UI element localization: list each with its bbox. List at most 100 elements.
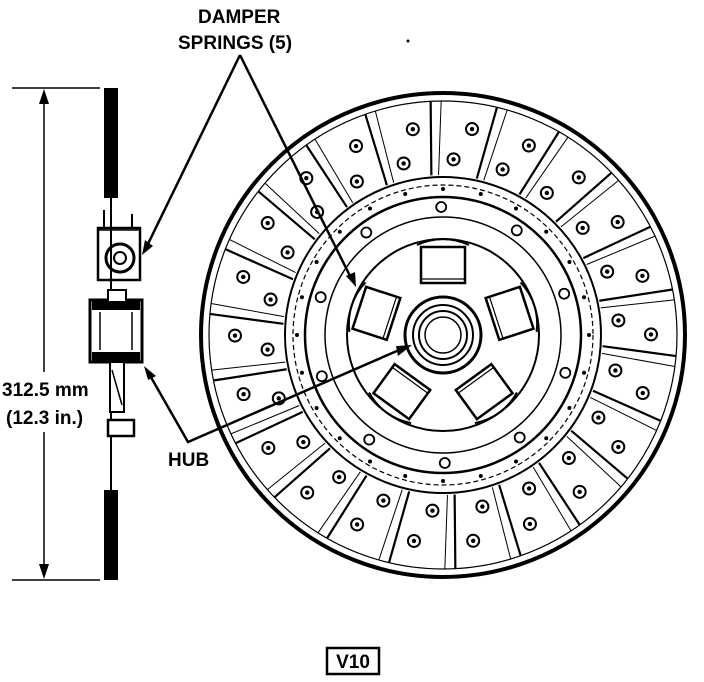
- rivet: [591, 410, 606, 425]
- plate-rivet: [544, 436, 549, 441]
- plate-rivet: [441, 187, 445, 191]
- facing-segment-divider: [314, 138, 354, 204]
- damper-spring-window: [368, 362, 432, 425]
- facing-segment-divider: [273, 447, 331, 499]
- dimension-in-label: (12.3 in.): [6, 408, 83, 429]
- plate-rivet: [299, 295, 304, 300]
- rivet: [635, 268, 650, 283]
- rivet: [280, 245, 295, 260]
- plate-rivet: [544, 229, 549, 234]
- rivet: [610, 215, 625, 230]
- plate-rivet: [514, 206, 518, 211]
- rivet: [236, 387, 251, 402]
- facing-segment-divider: [570, 429, 629, 480]
- facing-segment-divider: [209, 312, 284, 325]
- rivet: [522, 516, 537, 531]
- damper-spring-window: [416, 238, 470, 285]
- plate-hole: [510, 224, 523, 237]
- front-view-disc: [199, 91, 687, 579]
- plate-hole: [363, 433, 376, 446]
- facing-segment-divider: [566, 436, 622, 488]
- rivet: [522, 481, 537, 496]
- damper-spring-window: [454, 362, 518, 425]
- facing-segment-divider: [518, 131, 560, 196]
- rivet: [465, 122, 480, 137]
- facing-segment-divider: [213, 368, 287, 382]
- plate-rivet: [368, 459, 372, 464]
- facing-segment-divider: [378, 489, 403, 561]
- side-view: [88, 88, 144, 580]
- plate-rivet: [299, 370, 304, 375]
- side-facing-upper: [104, 88, 118, 198]
- rivet: [561, 451, 576, 466]
- rivet: [296, 435, 311, 450]
- facing-segment-divider: [602, 345, 677, 358]
- facing-segment-divider: [444, 494, 448, 570]
- side-hub: [88, 289, 144, 438]
- plate-rivet: [478, 474, 483, 479]
- plate-rivet: [582, 370, 587, 375]
- rivet: [350, 517, 365, 532]
- damper-springs-label-line2: SPRINGS (5): [178, 33, 292, 54]
- plate-rivet: [478, 191, 483, 196]
- facing-segment-divider: [453, 494, 457, 569]
- plate-hole: [438, 457, 451, 469]
- rivet: [376, 493, 391, 508]
- plate-hole: [559, 366, 572, 379]
- facing-segments: [209, 100, 677, 570]
- rivet: [349, 174, 364, 189]
- rivet: [635, 386, 650, 401]
- rivet: [261, 440, 276, 455]
- plate-rivet: [514, 459, 518, 464]
- damper-springs-label-line1: DAMPER: [198, 7, 281, 28]
- rivet: [236, 269, 251, 284]
- rivet: [575, 220, 590, 235]
- rivet: [349, 139, 364, 154]
- dimension-mm-label: 312.5 mm: [2, 380, 89, 401]
- plate-hole: [558, 287, 571, 300]
- plate-rivet: [567, 260, 572, 264]
- facing-segment-divider: [429, 101, 433, 176]
- rivet: [300, 485, 315, 500]
- facing-segment-divider: [555, 171, 613, 223]
- hub-plate-holes: [295, 187, 591, 483]
- facing-segment-divider: [538, 462, 581, 526]
- rivet: [332, 470, 347, 485]
- facing-segment-divider: [525, 136, 569, 199]
- rivet: [425, 503, 440, 518]
- facing-segment-divider: [264, 182, 320, 234]
- plate-rivet: [314, 406, 319, 410]
- facing-segment-divider: [326, 474, 368, 539]
- facing-segment-divider: [592, 389, 662, 422]
- plate-rivet: [314, 260, 319, 264]
- plate-rivet: [582, 295, 587, 300]
- rivet: [406, 533, 421, 548]
- rivet: [495, 162, 510, 177]
- facing-segment-divider: [498, 484, 522, 557]
- facing-segment-divider: [475, 107, 499, 179]
- plate-rivet: [337, 436, 342, 441]
- rivet: [571, 170, 586, 185]
- front-hub: [403, 295, 483, 375]
- plate-rivet: [587, 333, 591, 337]
- plate-rivet: [567, 406, 572, 410]
- facing-segment-divider: [600, 299, 675, 309]
- facing-segment-divider: [211, 361, 286, 371]
- side-facing-lower: [104, 490, 118, 580]
- facing-segment-divider: [317, 471, 361, 534]
- rivet: [643, 327, 658, 342]
- plate-rivet: [295, 333, 299, 337]
- plate-rivet: [403, 474, 408, 479]
- rivet: [466, 533, 481, 548]
- facing-segment-divider: [438, 100, 442, 176]
- plate-rivet: [368, 206, 372, 211]
- plate-rivet: [403, 191, 408, 196]
- plate-hole: [315, 370, 328, 383]
- facing-segment-divider: [601, 352, 675, 367]
- rivet: [608, 363, 623, 378]
- facing-segment-divider: [229, 239, 296, 274]
- plate-hole: [435, 201, 448, 213]
- rivet: [521, 138, 536, 153]
- leader-lines: [142, 54, 412, 444]
